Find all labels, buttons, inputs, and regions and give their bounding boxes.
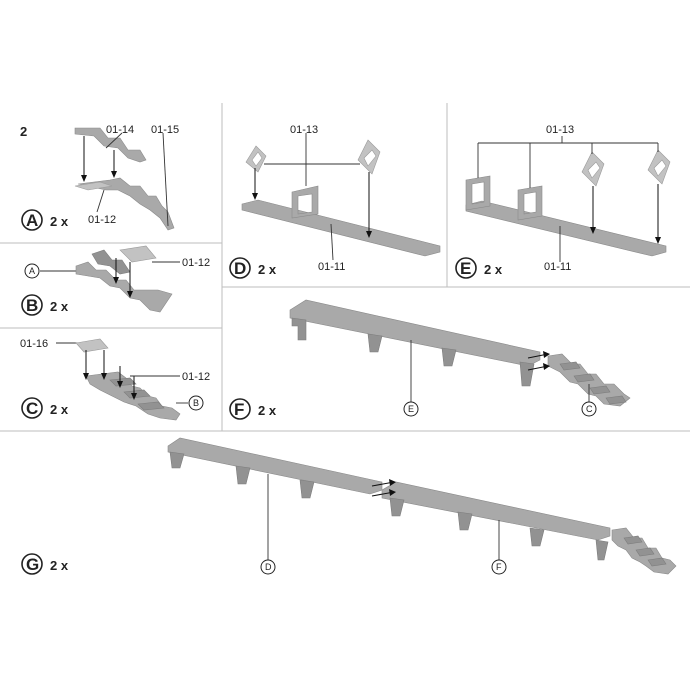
panel-letter-e: E xyxy=(460,259,471,278)
step-number: 2 xyxy=(20,124,27,139)
stair-tread-part xyxy=(605,395,627,405)
panel-quantity-d: 2 x xyxy=(258,262,277,277)
part-number-01-12: 01-12 xyxy=(182,257,210,269)
part-number-01-12: 01-12 xyxy=(88,214,116,226)
panel-letter-a: A xyxy=(26,211,38,230)
panel-ref-f: F xyxy=(496,562,502,572)
panel-f: E C F 2 x xyxy=(229,299,631,420)
panel-a: 2 01-14 01-15 01-12 A 2 x xyxy=(20,124,179,231)
tread-part xyxy=(109,377,137,387)
panel-quantity-f: 2 x xyxy=(258,403,277,418)
bracket-part xyxy=(465,175,491,211)
panel-quantity-c: 2 x xyxy=(50,402,69,417)
panel-d: 01-13 01-11 D 2 x xyxy=(229,124,441,279)
walkway-support-part xyxy=(457,511,473,531)
panel-letter-c: C xyxy=(26,399,38,418)
stair-tread-part xyxy=(635,547,655,557)
panel-quantity-g: 2 x xyxy=(50,558,69,573)
panel-quantity-b: 2 x xyxy=(50,299,69,314)
tread-part xyxy=(123,389,151,399)
panel-ref-a: A xyxy=(29,266,35,276)
part-number-01-11: 01-11 xyxy=(544,261,571,273)
landing-part xyxy=(75,338,109,353)
bracket-part xyxy=(291,185,319,219)
bracket-part xyxy=(581,151,605,187)
panel-b: A 01-12 B 2 x xyxy=(21,245,210,316)
stair-tread-part xyxy=(559,361,581,371)
panel-ref-e: E xyxy=(408,404,414,414)
panel-letter-b: B xyxy=(26,296,38,315)
walkway-support-part xyxy=(291,317,307,341)
bracket-part xyxy=(357,139,381,175)
stair-tread-part xyxy=(589,385,611,395)
part-number-01-16: 01-16 xyxy=(20,338,48,350)
part-number-01-11: 01-11 xyxy=(318,261,345,273)
walkway-assembly-part xyxy=(289,299,541,367)
panel-ref-d: D xyxy=(265,562,272,572)
panel-g: D F G 2 x xyxy=(21,437,677,575)
walkway-plank-part xyxy=(465,200,667,257)
tread-part xyxy=(74,181,113,191)
part-number-01-12: 01-12 xyxy=(182,371,210,383)
walkway-assembly-part xyxy=(167,437,383,495)
part-number-01-13: 01-13 xyxy=(546,124,574,136)
part-number-01-14: 01-14 xyxy=(106,124,134,136)
stair-assembly-part xyxy=(75,261,173,313)
part-number-01-15: 01-15 xyxy=(151,124,179,136)
panel-e: 01-13 01-11 E 2 x xyxy=(455,124,671,279)
walkway-assembly-part xyxy=(381,481,611,541)
walkway-support-part xyxy=(519,361,535,387)
stringer-part xyxy=(74,127,147,163)
panel-letter-f: F xyxy=(234,400,244,419)
stringer-part xyxy=(77,177,175,231)
stair-tread-part xyxy=(573,373,595,383)
stair-tread-part xyxy=(623,535,643,545)
panel-ref-b: B xyxy=(193,398,199,408)
tread-part xyxy=(137,401,165,411)
tread-part xyxy=(119,245,157,263)
walkway-support-part xyxy=(235,465,251,485)
walkway-support-part xyxy=(389,497,405,517)
panel-quantity-a: 2 x xyxy=(50,214,69,229)
bracket-part xyxy=(647,149,671,185)
walkway-support-part xyxy=(595,539,609,561)
panel-c: 01-16 01-12 B C 2 x xyxy=(20,338,210,421)
panel-dividers xyxy=(0,103,690,432)
walkway-plank-part xyxy=(241,199,441,257)
bracket-part xyxy=(245,145,267,173)
walkway-support-part xyxy=(169,451,185,469)
walkway-support-part xyxy=(529,527,545,547)
walkway-support-part xyxy=(367,333,383,353)
bracket-part xyxy=(517,185,543,221)
panel-letter-d: D xyxy=(234,259,246,278)
walkway-support-part xyxy=(299,479,315,499)
panel-letter-g: G xyxy=(26,555,39,574)
stair-tread-part xyxy=(647,557,667,567)
panel-ref-c: C xyxy=(586,404,593,414)
part-number-01-13: 01-13 xyxy=(290,124,318,136)
walkway-support-part xyxy=(441,347,457,367)
panel-quantity-e: 2 x xyxy=(484,262,503,277)
